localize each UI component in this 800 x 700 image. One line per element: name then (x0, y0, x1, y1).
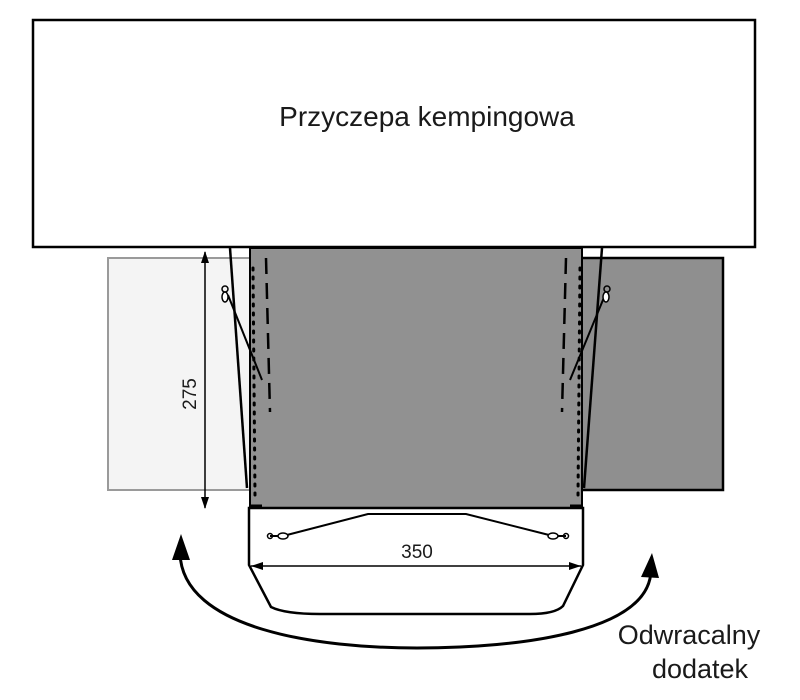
awning-body (249, 247, 583, 509)
reversible-arrow (178, 552, 653, 650)
arrow-head-right-icon (641, 553, 659, 578)
wall-peg-icon (602, 285, 611, 303)
wall-peg-icon (221, 285, 229, 303)
width-dimension-label: 350 (401, 542, 433, 563)
left-side-panel (107, 257, 254, 491)
trailer (31, 18, 757, 249)
arrow-head-left-icon (172, 534, 190, 560)
left-wall-lines (227, 247, 272, 497)
annex-label-line2: dodatek (652, 654, 749, 684)
trailer-label: Przyczepa kempingowa (279, 101, 575, 132)
width-dimension-line (251, 562, 581, 570)
depth-dimension-label: 275 (180, 378, 201, 410)
annex-guy-lines (282, 513, 554, 537)
annex-peg-icon (547, 532, 570, 540)
right-wall-lines (560, 247, 606, 497)
depth-dimension-line (201, 251, 209, 509)
annex-peg-icon (266, 532, 289, 540)
right-side-panel (578, 256, 725, 492)
annex-outline (247, 506, 585, 616)
annex-label-line1: Odwracalny (618, 620, 761, 650)
